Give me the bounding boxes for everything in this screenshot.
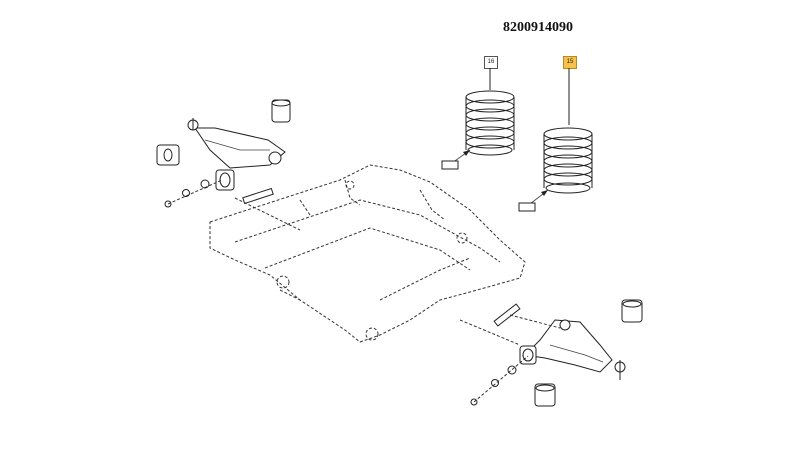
- front-subframe: [209, 164, 526, 346]
- coil-spring-16: [465, 90, 515, 156]
- left-lower-control-arm: [187, 118, 286, 169]
- left-arm-bushing-top: [271, 99, 291, 123]
- callout-16: 16: [484, 56, 498, 69]
- left-arm-mount-bushing: [215, 169, 235, 191]
- right-arm-bushing-top: [621, 299, 643, 323]
- right-arm-hardware: [470, 355, 529, 406]
- spring-15-pointer: [518, 189, 549, 212]
- callout-15-highlighted: 15: [563, 56, 577, 69]
- right-arm-mount-bushing: [519, 345, 537, 365]
- part-number-title: 8200914090: [503, 20, 573, 35]
- right-arm-bolt: [493, 303, 561, 329]
- coil-spring-15: [543, 127, 593, 194]
- left-arm-bushing-side: [156, 144, 180, 166]
- left-arm-hardware: [164, 179, 274, 208]
- right-lower-control-arm: [523, 319, 626, 380]
- callout-leader-lines: [489, 68, 570, 125]
- right-arm-bushing-bottom: [534, 383, 556, 407]
- spring-16-pointer: [441, 149, 471, 170]
